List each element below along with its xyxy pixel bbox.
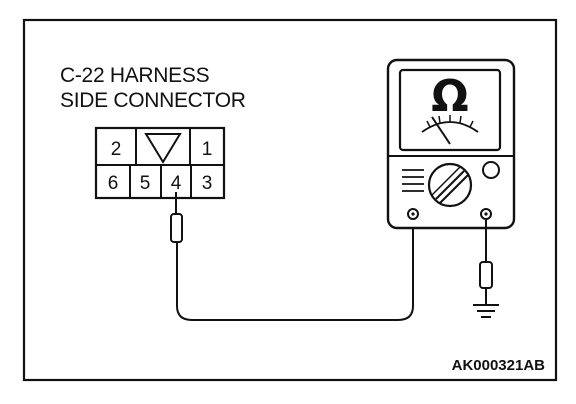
pin-label-1: 1 [202, 139, 213, 160]
pin-label-5: 5 [140, 173, 151, 194]
ground-symbol-icon [473, 304, 499, 318]
meter-scale-tick [438, 115, 441, 124]
meter-terminal-right-center [484, 212, 488, 216]
harness-connector: 2 1 6 5 4 3 [94, 126, 226, 200]
meter-scale-arc [421, 121, 479, 133]
test-lead-wire [176, 218, 414, 321]
meter-terminal-left-center [411, 212, 415, 216]
connector-title-line-2: SIDE CONNECTOR [60, 89, 246, 112]
connector-lock-triangle-icon [144, 133, 182, 164]
pin-label-2: 2 [111, 139, 122, 160]
ohmmeter-icon: Ω [386, 58, 516, 230]
pin-label-3: 3 [202, 173, 213, 194]
range-selector-knob [427, 162, 473, 208]
ground-lead [479, 219, 493, 304]
meter-scale-tick [459, 115, 462, 124]
test-probe-icon [170, 192, 183, 243]
diagram-frame [22, 18, 558, 382]
zero-adjust-button [482, 161, 500, 179]
pin-label-6: 6 [108, 173, 119, 194]
meter-scale-tick [469, 120, 474, 128]
pin-label-4: 4 [171, 173, 182, 194]
meter-grille [402, 169, 424, 192]
ohm-symbol: Ω [431, 71, 468, 122]
meter-needle [431, 116, 451, 145]
figure-code: AK000321AB [452, 357, 546, 374]
meter-scale-tick [426, 120, 431, 128]
connector-title-line-1: C-22 HARNESS [60, 64, 210, 87]
